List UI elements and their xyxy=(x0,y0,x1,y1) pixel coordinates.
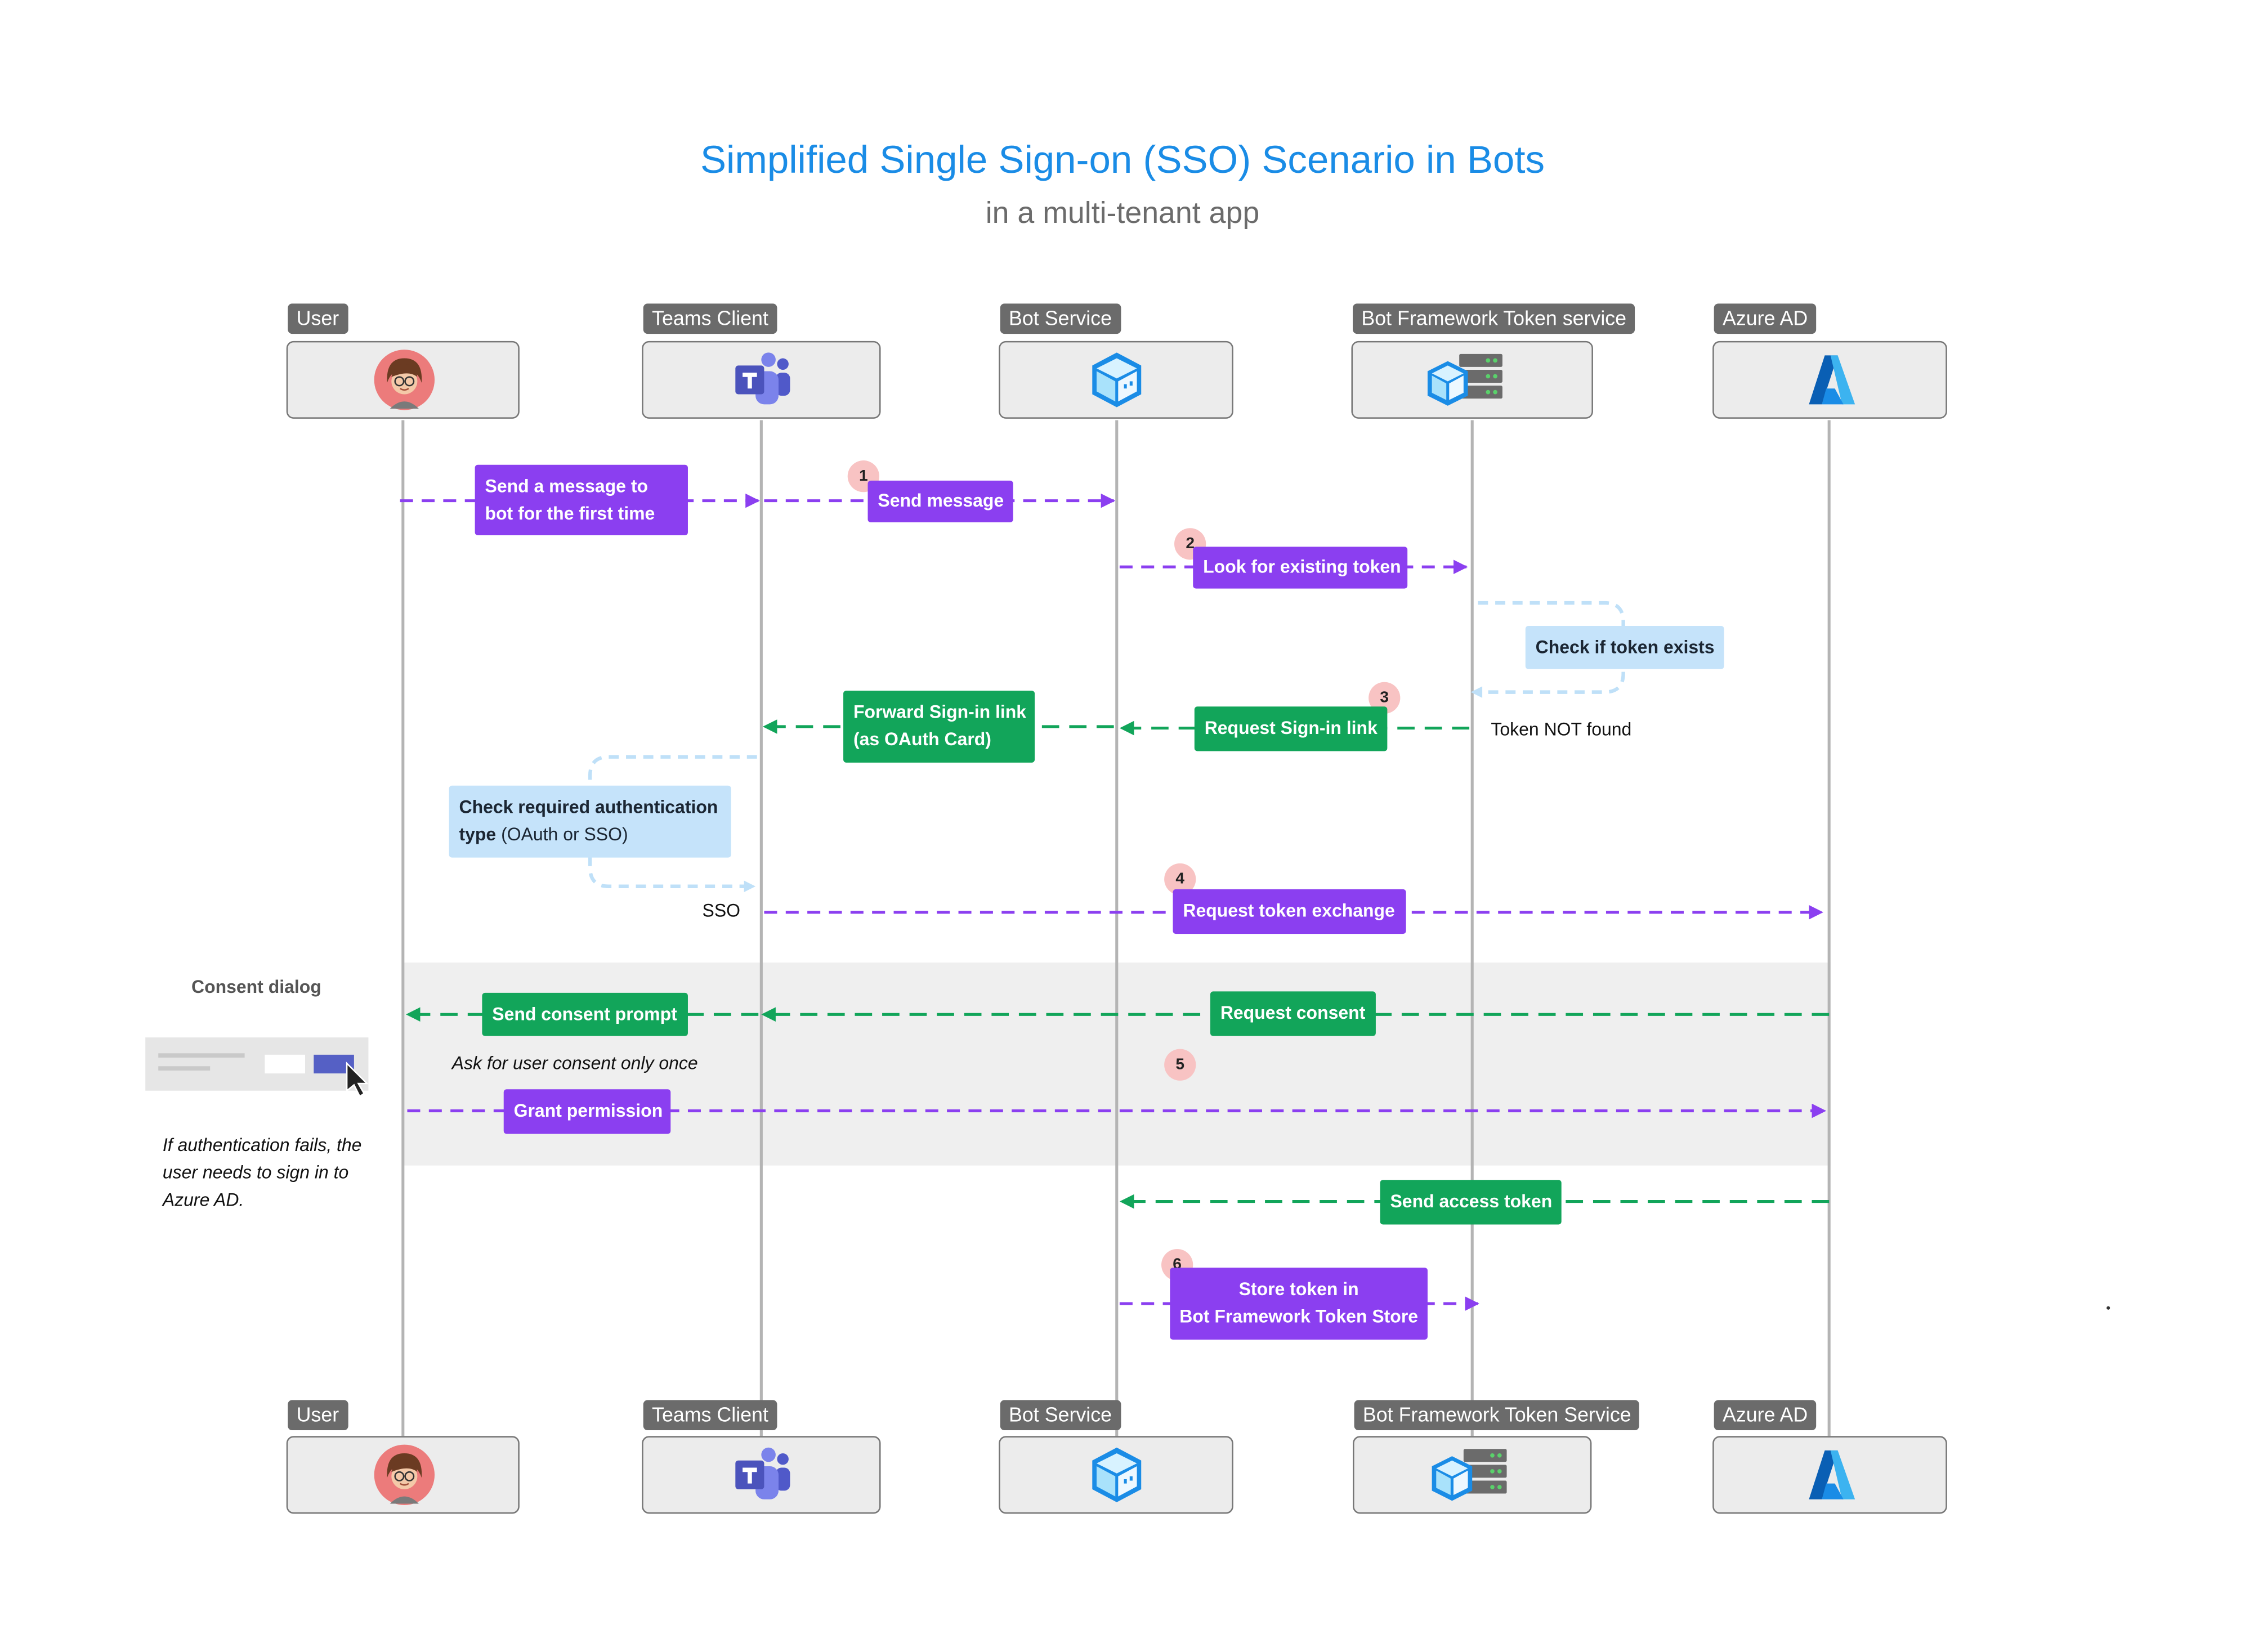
diagram-subtitle: in a multi-tenant app xyxy=(985,197,1260,231)
label-send-first-message: Send a message to bot for the first time xyxy=(475,464,688,535)
lifelines xyxy=(401,420,1831,1436)
forward-signin-line-1: Forward Sign-in link xyxy=(853,702,1027,723)
azure-ad-icon xyxy=(1809,1450,1855,1499)
actor-box-teams-bottom xyxy=(642,1436,881,1514)
consent-dialog-mock xyxy=(145,1037,369,1098)
actor-tag-user-bottom: User xyxy=(288,1400,348,1431)
loop-check-auth-head xyxy=(744,880,756,892)
label-request-token-exchange: Request token exchange xyxy=(1173,889,1406,934)
actor-tag-token-top: Bot Framework Token service xyxy=(1353,303,1635,334)
token-service-server-icon xyxy=(1432,1449,1507,1501)
token-service-server-icon xyxy=(1427,353,1502,406)
azure-ad-icon xyxy=(1809,355,1855,405)
actor-tag-bot-bottom: Bot Service xyxy=(1000,1400,1121,1431)
actor-box-token-bottom xyxy=(1353,1436,1592,1514)
bot-service-cube-icon xyxy=(1092,1447,1142,1502)
label-request-consent: Request consent xyxy=(1210,991,1376,1036)
label-send-consent-prompt: Send consent prompt xyxy=(482,992,688,1036)
actor-box-bot-bottom xyxy=(999,1436,1233,1514)
user-avatar-icon xyxy=(374,1444,435,1505)
stray-dot xyxy=(2107,1306,2110,1310)
actor-box-bot-top xyxy=(999,341,1233,419)
check-auth-rest: (OAuth or SSO) xyxy=(496,824,628,845)
text-sso: SSO xyxy=(702,901,741,921)
badge-step-5: 5 xyxy=(1164,1049,1196,1081)
actor-box-azure-bottom xyxy=(1712,1436,1947,1514)
label-store-token: Store token in Bot Framework Token Store xyxy=(1170,1268,1428,1340)
actor-box-teams-top xyxy=(642,341,881,419)
loop-check-auth xyxy=(588,755,757,888)
actor-tag-bot-top: Bot Service xyxy=(1000,303,1121,334)
store-token-line-1: Store token in xyxy=(1238,1279,1359,1300)
actor-box-azure-top xyxy=(1712,341,1947,419)
actor-tag-azure-bottom: Azure AD xyxy=(1714,1400,1817,1431)
actor-tag-token-bottom: Bot Framework Token Service xyxy=(1354,1400,1640,1431)
actor-box-user-bottom xyxy=(286,1436,520,1514)
label-forward-signin-link: Forward Sign-in link (as OAuth Card) xyxy=(843,691,1035,763)
text-auth-fails-note: If authentication fails, the user needs … xyxy=(162,1135,362,1210)
teams-icon xyxy=(735,1447,790,1499)
text-consent-dialog: Consent dialog xyxy=(191,977,321,997)
actor-tag-teams-bottom: Teams Client xyxy=(643,1400,777,1431)
actor-tag-teams-top: Teams Client xyxy=(643,303,777,334)
label-send-message: Send message xyxy=(867,480,1013,522)
loop-check-token-head xyxy=(1470,686,1483,698)
bot-service-cube-icon xyxy=(1092,352,1142,408)
diagram-title: Simplified Single Sign-on (SSO) Scenario… xyxy=(700,138,1545,182)
actor-tag-user-top: User xyxy=(288,303,348,334)
teams-icon xyxy=(735,352,790,405)
label-send-access-token: Send access token xyxy=(1380,1180,1562,1225)
note-check-auth-type: Check required authentication type (OAut… xyxy=(449,785,731,858)
check-auth-bold: Check required authentication type xyxy=(459,797,718,845)
actor-box-user-top xyxy=(286,341,520,419)
label-request-signin-link: Request Sign-in link xyxy=(1194,706,1388,751)
actor-box-token-top xyxy=(1351,341,1593,419)
store-token-line-2: Bot Framework Token Store xyxy=(1179,1306,1419,1327)
text-token-not-found: Token NOT found xyxy=(1491,719,1632,740)
label-grant-permission: Grant permission xyxy=(503,1089,671,1134)
label-look-existing-token: Look for existing token xyxy=(1193,547,1408,589)
text-ask-consent-once: Ask for user consent only once xyxy=(451,1053,698,1074)
note-check-token-exists: Check if token exists xyxy=(1525,626,1724,669)
forward-signin-line-2: (as OAuth Card) xyxy=(853,729,991,750)
user-avatar-icon xyxy=(374,350,435,410)
actor-tag-azure-top: Azure AD xyxy=(1714,303,1817,334)
